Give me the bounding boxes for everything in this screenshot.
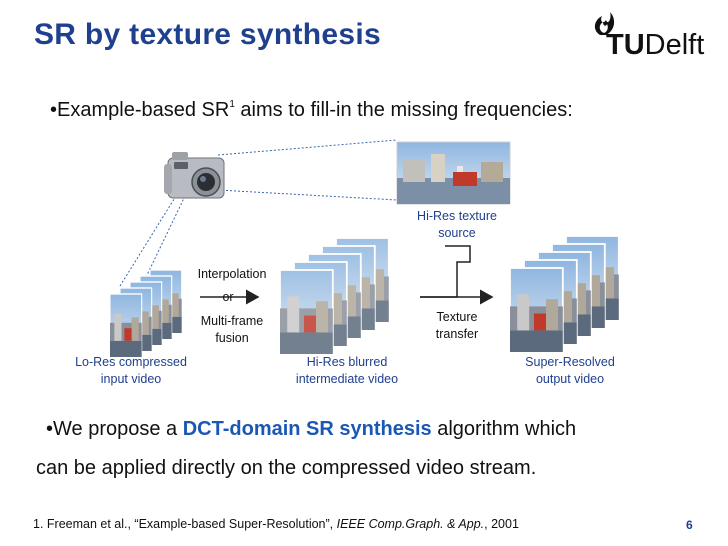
page-number: 6: [686, 518, 693, 532]
highlight-dct-sr: DCT-domain SR synthesis: [182, 418, 432, 440]
camera-icon: [164, 152, 225, 199]
superres-video-stack: [509, 235, 620, 353]
label-blurred-intermediate: Hi-Res blurred intermediate video: [295, 355, 399, 386]
bullet-we-propose-line2: can be applied directly on the compresse…: [36, 457, 537, 479]
label-texture-transfer: Texture transfer: [435, 310, 479, 341]
tu-delft-logo: TUDelft: [572, 8, 712, 64]
label-superres-output: Super-Resolved output video: [525, 355, 615, 386]
bullet1-rest: aims to fill-in the missing frequencies:: [234, 99, 573, 121]
logo-text: TUDelft: [606, 30, 704, 60]
label-multiframe-fusion: Multi-frame fusion: [200, 314, 264, 345]
slide-title: SR by texture synthesis: [34, 18, 382, 51]
bullet-we-propose: •We propose a DCT-domain SR synthesis al…: [46, 418, 577, 440]
lores-video-stack: [109, 269, 183, 358]
bullet-example-based-sr: •Example-based SR1 aims to fill-in the m…: [50, 99, 573, 122]
tu-delft-flame-icon: [594, 12, 615, 35]
hi-res-texture-image: [396, 141, 511, 205]
footnote: 1. Freeman et al., “Example-based Super-…: [33, 517, 519, 531]
texture-transfer-arrow: [420, 245, 494, 305]
blurred-video-stack: [279, 237, 390, 355]
logo-delft: Delft: [644, 29, 705, 61]
label-interpolation: Interpolation: [197, 267, 267, 281]
label-or: or: [222, 290, 234, 304]
footnote-journal: IEEE Comp.Graph. & App.: [336, 517, 485, 531]
bullet1-text: •Example-based SR: [50, 99, 230, 121]
label-lores-input: Lo-Res compressed input video: [75, 355, 187, 386]
label-texture-source: Hi-Res texture source: [417, 209, 497, 240]
logo-tu: TU: [606, 29, 645, 61]
footnote-ref: 1: [229, 99, 235, 110]
